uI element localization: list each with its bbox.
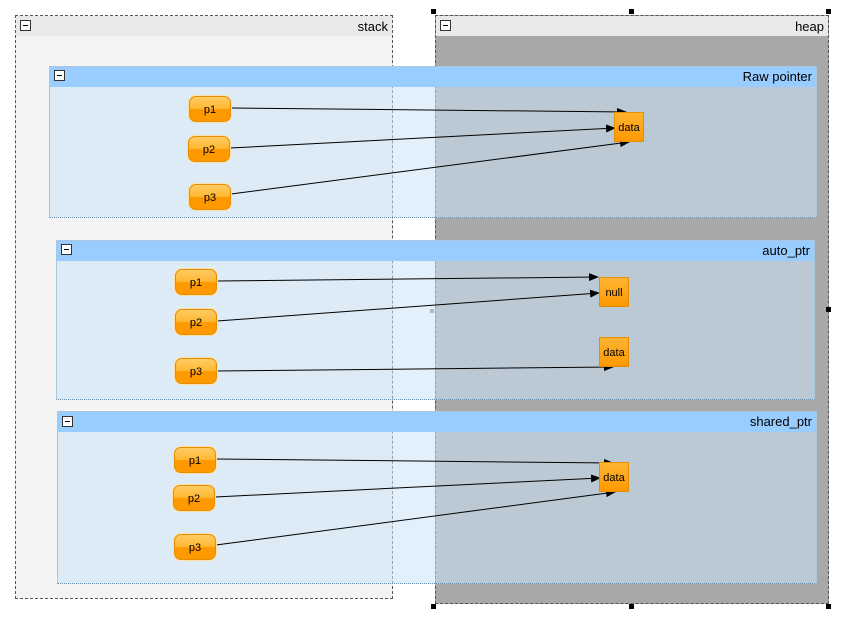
shared-p2-node[interactable]: p2 xyxy=(173,485,215,511)
shared-ptr-group-title: shared_ptr xyxy=(749,414,812,429)
raw-p2-node[interactable]: p2 xyxy=(188,136,230,162)
selection-handle[interactable] xyxy=(826,604,831,609)
auto-p3-node[interactable]: p3 xyxy=(175,358,217,384)
shared-data-node[interactable]: data xyxy=(599,462,629,492)
selection-handle[interactable] xyxy=(826,307,831,312)
raw-data-node[interactable]: data xyxy=(614,112,644,142)
auto-null-node[interactable]: null xyxy=(599,277,629,307)
stack-lane-title: stack xyxy=(357,19,388,34)
selection-handle[interactable] xyxy=(629,9,634,14)
shared-p3-node[interactable]: p3 xyxy=(174,534,216,560)
raw-p3-node[interactable]: p3 xyxy=(189,184,231,210)
auto-data-node[interactable]: data xyxy=(599,337,629,367)
shared-ptr-group[interactable]: shared_ptr xyxy=(57,411,817,584)
auto-ptr-collapse-icon[interactable] xyxy=(61,244,72,255)
selection-handle[interactable] xyxy=(431,604,436,609)
stack-collapse-icon[interactable] xyxy=(20,20,31,31)
stack-lane-header: stack xyxy=(16,16,392,36)
heap-collapse-icon[interactable] xyxy=(440,20,451,31)
raw-p1-node[interactable]: p1 xyxy=(189,96,231,122)
auto-ptr-group[interactable]: auto_ptr xyxy=(56,240,815,400)
shared-ptr-collapse-icon[interactable] xyxy=(62,416,73,427)
auto-ptr-group-title: auto_ptr xyxy=(762,243,810,258)
selection-handle[interactable] xyxy=(629,604,634,609)
auto-p2-node[interactable]: p2 xyxy=(175,309,217,335)
raw-pointer-collapse-icon[interactable] xyxy=(54,70,65,81)
auto-p1-node[interactable]: p1 xyxy=(175,269,217,295)
raw-pointer-group[interactable]: Raw pointer xyxy=(49,66,817,218)
raw-pointer-group-title: Raw pointer xyxy=(742,69,812,84)
shared-p1-node[interactable]: p1 xyxy=(174,447,216,473)
shared-ptr-group-header: shared_ptr xyxy=(58,412,816,432)
selection-handle[interactable] xyxy=(431,9,436,14)
heap-lane-header: heap xyxy=(436,16,828,36)
selection-handle[interactable] xyxy=(826,9,831,14)
heap-lane-title: heap xyxy=(795,19,824,34)
raw-pointer-group-header: Raw pointer xyxy=(50,67,816,87)
auto-ptr-group-header: auto_ptr xyxy=(57,241,814,261)
